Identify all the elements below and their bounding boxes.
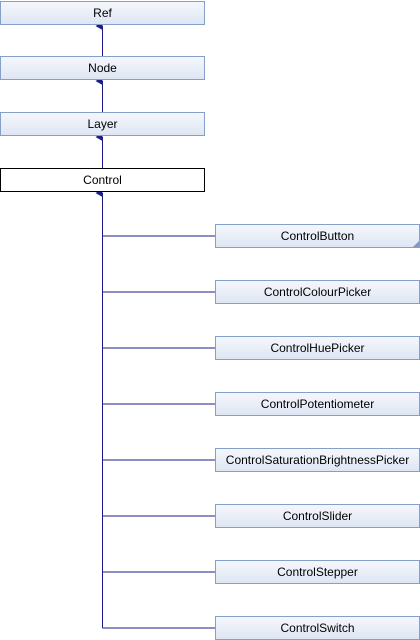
node-ref[interactable]: Ref: [0, 1, 205, 25]
node-control-switch[interactable]: ControlSwitch: [215, 616, 420, 640]
node-control-saturation-brightness-picker[interactable]: ControlSaturationBrightnessPicker: [215, 448, 420, 472]
node-control-button[interactable]: ControlButton: [215, 224, 420, 248]
more-children-marker-icon: [413, 241, 419, 247]
node-node[interactable]: Node: [0, 56, 205, 80]
node-control-hue-picker[interactable]: ControlHuePicker: [215, 336, 420, 360]
node-control-stepper[interactable]: ControlStepper: [215, 560, 420, 584]
node-control-slider[interactable]: ControlSlider: [215, 504, 420, 528]
node-control-potentiometer[interactable]: ControlPotentiometer: [215, 392, 420, 416]
node-layer[interactable]: Layer: [0, 112, 205, 136]
node-control-button-label: ControlButton: [280, 229, 355, 243]
node-control: Control: [0, 168, 205, 192]
node-control-colour-picker[interactable]: ControlColourPicker: [215, 280, 420, 304]
